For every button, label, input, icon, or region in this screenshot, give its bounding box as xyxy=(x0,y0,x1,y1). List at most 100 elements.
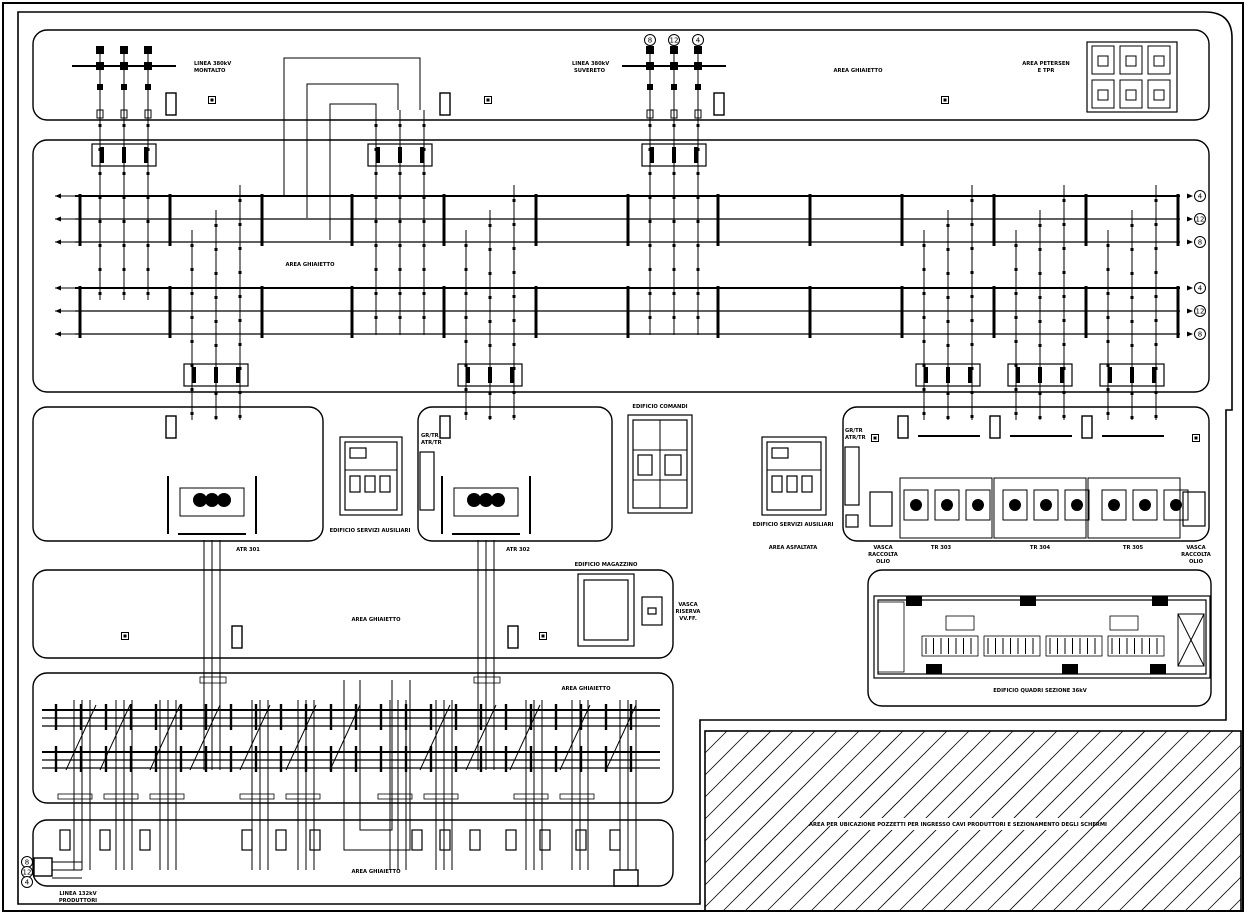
label-linea-montalto-2: MONTALTO xyxy=(194,68,226,74)
insulator xyxy=(214,392,218,395)
marker-circle xyxy=(1194,305,1206,317)
tr-unit xyxy=(1132,489,1158,521)
diagonal-link xyxy=(605,704,637,771)
insulator xyxy=(1106,316,1110,319)
petersen-cell xyxy=(1147,45,1171,75)
label-atr-301: ATR 301 xyxy=(236,547,260,553)
lower-sectionalizer xyxy=(54,704,58,730)
hatch-line xyxy=(1030,730,1212,912)
cabinet xyxy=(926,664,942,674)
gantry-insulator xyxy=(488,367,492,383)
label-area-ghiaietto-bottom: AREA GHIAIETTO xyxy=(352,869,402,875)
sectionalizer-lower xyxy=(442,286,446,338)
diagonal-link xyxy=(189,704,221,771)
insulator xyxy=(1014,388,1018,391)
disconnector-box xyxy=(439,415,451,439)
label-servizi-ausiliari-right: EDIFICIO SERVIZI AUSILIARI xyxy=(753,522,834,528)
sectionalizer-lower xyxy=(534,286,538,338)
tr-unit xyxy=(903,489,929,521)
line-terminal xyxy=(33,857,53,877)
main-busbar-area xyxy=(32,139,1210,393)
foundation-core xyxy=(873,436,877,440)
tr-bay xyxy=(1087,477,1181,539)
hatch-line xyxy=(1162,832,1242,912)
hatch-line xyxy=(1184,854,1242,912)
lower-sectionalizer xyxy=(204,746,208,772)
switchgear-row xyxy=(1045,635,1103,657)
hatch-line xyxy=(1052,730,1234,912)
label-atr-302: ATR 302 xyxy=(506,547,530,553)
diagonal-link xyxy=(419,704,451,771)
marker-circle xyxy=(1194,190,1206,202)
tr-winding xyxy=(1108,499,1120,511)
equipment-block xyxy=(613,869,639,887)
marker-circle xyxy=(668,34,680,46)
insulator xyxy=(1014,244,1018,247)
insulator xyxy=(238,343,242,346)
insulator xyxy=(1106,412,1110,415)
atr302-area xyxy=(417,406,613,542)
insulator xyxy=(1154,199,1158,202)
lower-busbars xyxy=(42,709,660,769)
marker-circle xyxy=(21,876,33,888)
tr-bay xyxy=(899,477,993,539)
lower-sectionalizer xyxy=(454,746,458,772)
sectionalizer-upper xyxy=(716,194,720,246)
insulator xyxy=(970,295,974,298)
insulator xyxy=(1062,295,1066,298)
marker-label: 4 xyxy=(1198,193,1203,201)
lower-sectionalizer xyxy=(529,746,533,772)
gantry xyxy=(183,363,249,387)
insulator xyxy=(970,271,974,274)
marker-label: 8 xyxy=(1198,239,1202,247)
sectionalizer-upper xyxy=(442,194,446,246)
insulator xyxy=(512,295,516,298)
insulator xyxy=(146,124,150,127)
gr-tr-small-buildings xyxy=(419,446,1206,528)
insulator xyxy=(464,364,468,367)
insulator xyxy=(1154,343,1158,346)
lower-sectionalizer xyxy=(229,746,233,772)
hatch-line xyxy=(704,730,728,754)
lower-sectionalizer xyxy=(479,704,483,730)
tr-winding xyxy=(910,499,922,511)
hatch-line xyxy=(1228,898,1242,912)
insulator xyxy=(672,220,676,223)
petersen-cell xyxy=(1091,79,1115,109)
lower-busbar-area xyxy=(32,672,674,804)
lower-sectionalizer xyxy=(179,746,183,772)
insulator xyxy=(512,247,516,250)
sectionalizer-lower xyxy=(716,286,720,338)
insulator xyxy=(122,124,126,127)
insulator xyxy=(398,292,402,295)
insulator xyxy=(422,196,426,199)
petersen-coil xyxy=(1125,89,1137,101)
interconnection xyxy=(283,57,421,196)
insulator xyxy=(1038,320,1042,323)
switchgear-row xyxy=(921,635,979,657)
insulator xyxy=(122,244,126,247)
label-vasca-riserva-2: RISERVA xyxy=(676,609,701,615)
insulator xyxy=(146,268,150,271)
insulator xyxy=(648,220,652,223)
tr-winding xyxy=(972,499,984,511)
disconnector-box xyxy=(897,415,909,439)
tr-area xyxy=(842,406,1210,542)
atr-winding xyxy=(491,493,505,507)
insulator xyxy=(922,292,926,295)
label-tr-304: TR 304 xyxy=(1030,545,1051,551)
insulator xyxy=(1038,344,1042,347)
marker-label: 4 xyxy=(25,879,30,887)
insulator xyxy=(946,416,950,419)
gantry-insulator xyxy=(946,367,950,383)
insulator xyxy=(946,248,950,251)
insulator xyxy=(146,220,150,223)
tr-winding xyxy=(1170,499,1182,511)
hatch-line xyxy=(1096,766,1242,912)
insulator xyxy=(98,124,102,127)
tr-unit xyxy=(1101,489,1127,521)
insulator xyxy=(398,196,402,199)
insulator xyxy=(1154,319,1158,322)
lower-sectionalizer xyxy=(79,704,83,730)
insulator xyxy=(672,316,676,319)
